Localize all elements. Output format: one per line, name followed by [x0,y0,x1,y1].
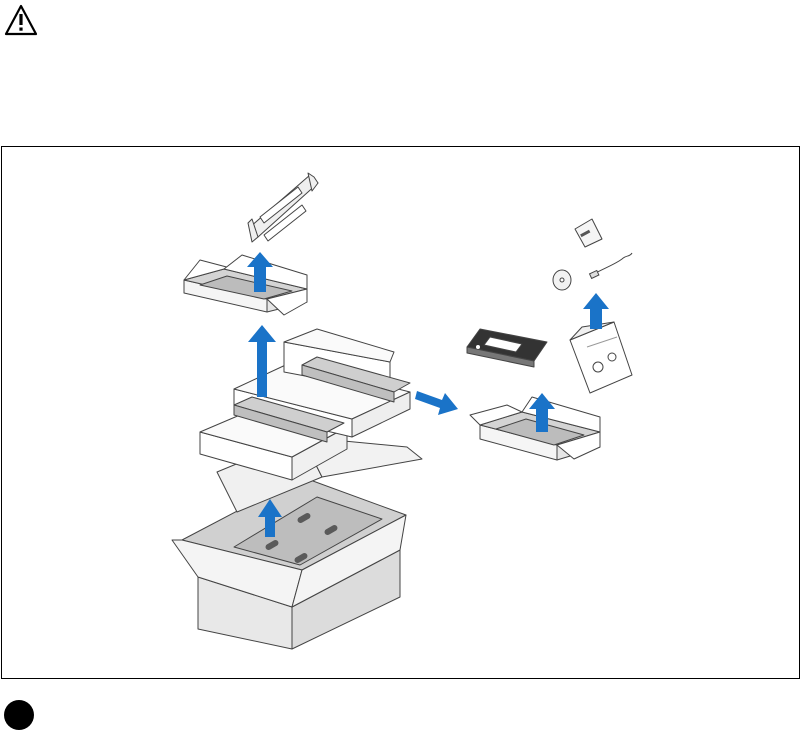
front-bezel [467,329,547,367]
arrow-right-accessory [415,391,458,415]
rail-kit-box [184,255,307,315]
documentation [575,219,602,247]
unpacking-illustration-frame [1,146,800,679]
accessory-pouch [570,322,632,393]
unpacking-illustration [2,147,801,680]
cd [553,270,571,290]
warning-triangle-icon [4,4,38,36]
rail-bracket [248,173,318,242]
cable [590,253,632,278]
step-bullet-icon [4,700,34,730]
